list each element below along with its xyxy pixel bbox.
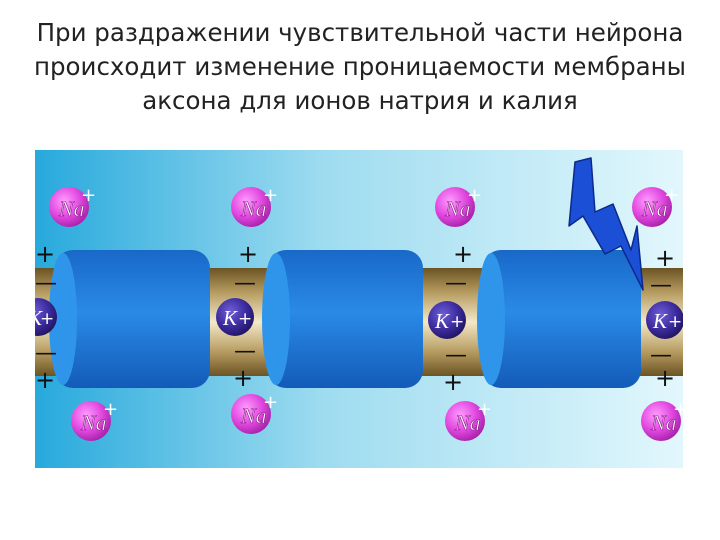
- minus-charge: —: [234, 271, 256, 296]
- sodium-label: Na: [58, 196, 85, 221]
- potassium-charge: +: [668, 312, 682, 332]
- sodium-label: Na: [80, 410, 107, 435]
- myelin-sheath-2: [262, 250, 423, 388]
- plus-charge: +: [35, 240, 55, 268]
- slide-title: При раздражении чувствительной части ней…: [0, 16, 720, 118]
- plus-charge: +: [655, 364, 675, 392]
- potassium-ion: K +: [35, 298, 57, 336]
- minus-charge: —: [650, 343, 672, 368]
- plus-charge: +: [35, 366, 55, 394]
- potassium-ion: K +: [646, 301, 683, 339]
- potassium-ion: K +: [216, 298, 254, 336]
- lightning-bolt-icon: [568, 157, 644, 291]
- sodium-charge: +: [103, 399, 118, 420]
- sodium-ion: Na +: [49, 185, 96, 227]
- axon-diagram-svg: Na + Na + Na + Na + Na + Na +: [35, 150, 683, 468]
- potassium-label: K: [222, 306, 238, 330]
- title-line-1: При раздражении чувствительной части ней…: [36, 18, 684, 47]
- sodium-label: Na: [240, 196, 267, 221]
- myelin-sheath-3: [477, 250, 641, 388]
- sodium-label: Na: [240, 403, 267, 428]
- sodium-charge: +: [467, 185, 482, 206]
- axon-diagram: Na + Na + Na + Na + Na + Na +: [35, 150, 683, 468]
- sodium-charge: +: [81, 185, 96, 206]
- potassium-charge: +: [238, 309, 252, 329]
- minus-charge: —: [445, 343, 467, 368]
- minus-charge: —: [35, 341, 57, 366]
- plus-charge: +: [233, 364, 253, 392]
- sodium-ion: Na +: [71, 399, 118, 441]
- sodium-ion: Na +: [632, 185, 679, 227]
- sodium-label: Na: [444, 196, 471, 221]
- myelin-sheath-1: [49, 250, 210, 388]
- sodium-ion: Na +: [231, 392, 278, 434]
- potassium-ion: K +: [428, 301, 466, 339]
- sodium-ion: Na +: [231, 185, 278, 227]
- sodium-charge: +: [263, 185, 278, 206]
- potassium-label: K: [652, 309, 668, 333]
- minus-charge: —: [35, 271, 57, 296]
- minus-charge: —: [234, 339, 256, 364]
- title-line-3: аксона для ионов натрия и калия: [142, 86, 578, 115]
- potassium-charge: +: [450, 312, 464, 332]
- minus-charge: —: [445, 271, 467, 296]
- sodium-ion: Na +: [445, 399, 492, 441]
- sodium-label: Na: [650, 410, 677, 435]
- potassium-label: K: [35, 306, 43, 330]
- sodium-charge: +: [673, 399, 683, 420]
- plus-charge: +: [453, 240, 473, 268]
- sodium-charge: +: [477, 399, 492, 420]
- plus-charge: +: [238, 240, 258, 268]
- sodium-charge: +: [263, 392, 278, 413]
- plus-charge: +: [655, 244, 675, 272]
- minus-charge: —: [650, 273, 672, 298]
- title-line-2: происходит изменение проницаемости мембр…: [33, 52, 687, 81]
- potassium-label: K: [434, 309, 450, 333]
- sodium-ion: Na +: [435, 185, 482, 227]
- potassium-charge: +: [40, 309, 54, 329]
- plus-charge: +: [443, 368, 463, 396]
- sodium-ion: Na +: [641, 399, 683, 441]
- sodium-label: Na: [454, 410, 481, 435]
- sodium-label: Na: [641, 196, 668, 221]
- sodium-charge: +: [664, 185, 679, 206]
